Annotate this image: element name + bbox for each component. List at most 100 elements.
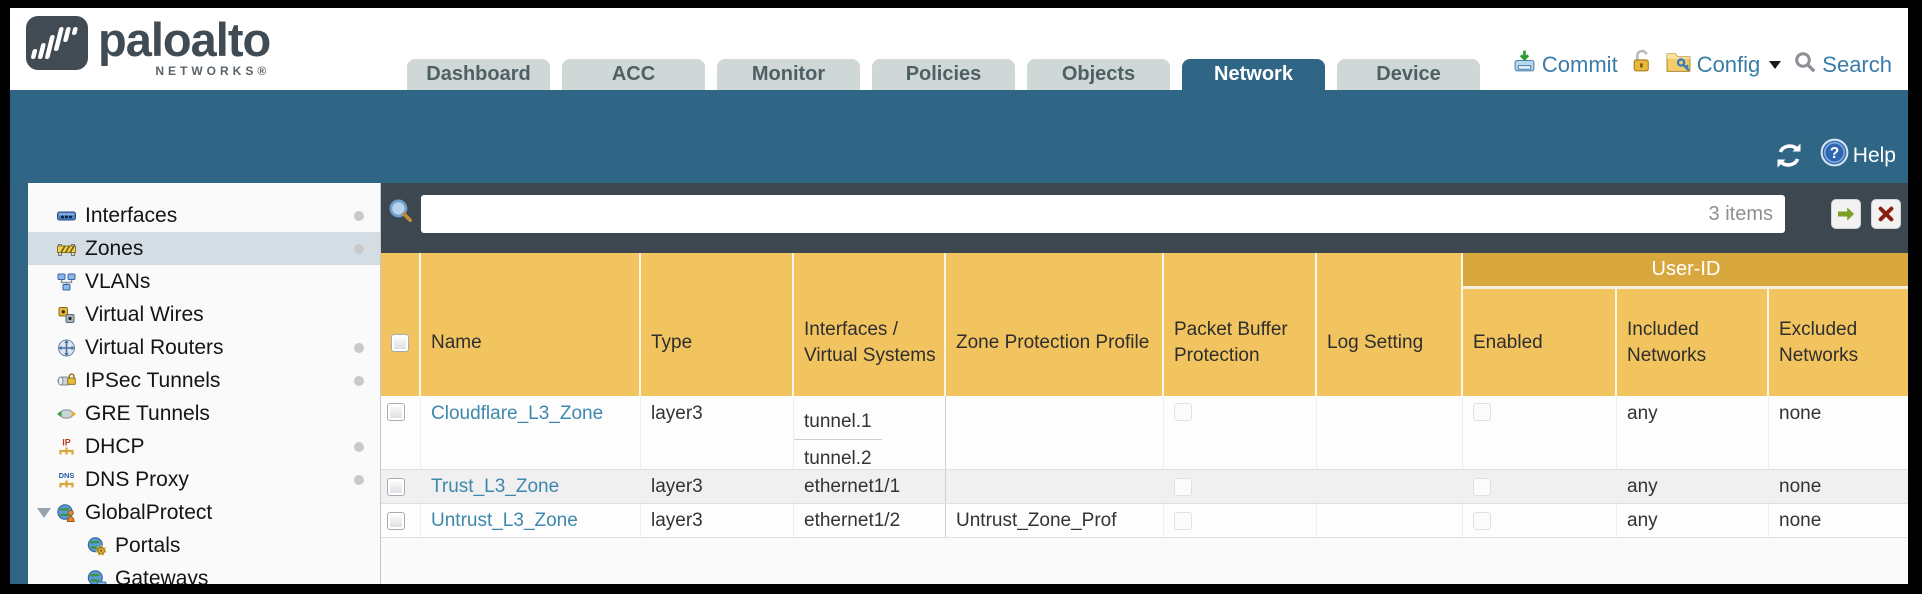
sidebar-item-label: Zones bbox=[85, 236, 144, 260]
sidebar-item-label: DNS Proxy bbox=[85, 467, 189, 491]
sidebar-item-zones[interactable]: Zones bbox=[28, 232, 380, 265]
dhcp-icon: IP bbox=[55, 437, 77, 457]
title-band: ? Help bbox=[10, 90, 1908, 183]
cell-type: layer3 bbox=[641, 504, 794, 537]
lock-button[interactable] bbox=[1630, 49, 1653, 80]
tab-acc[interactable]: ACC bbox=[562, 59, 705, 90]
dns-proxy-icon: DNS bbox=[55, 470, 77, 490]
cell-packet-buffer-protection bbox=[1164, 396, 1317, 469]
zones-icon bbox=[55, 239, 77, 259]
cell-zone-protection-profile bbox=[946, 396, 1164, 469]
tab-objects[interactable]: Objects bbox=[1027, 59, 1170, 90]
select-all-header bbox=[381, 253, 421, 396]
sidebar-item-gateways[interactable]: Gateways bbox=[28, 562, 380, 584]
tab-policies[interactable]: Policies bbox=[872, 59, 1015, 90]
packet-buffer-protection-checkbox[interactable] bbox=[1174, 403, 1192, 421]
refresh-button[interactable] bbox=[1774, 142, 1804, 169]
sidebar-item-label: Gateways bbox=[115, 566, 209, 585]
sidebar-item-portals[interactable]: Portals bbox=[28, 529, 380, 562]
cell-name: Trust_L3_Zone bbox=[421, 470, 641, 503]
cell-type: layer3 bbox=[641, 396, 794, 469]
sidebar-item-globalprotect[interactable]: GlobalProtect bbox=[28, 496, 380, 529]
clear-filter-button[interactable] bbox=[1871, 199, 1901, 229]
sidebar-item-interfaces[interactable]: Interfaces bbox=[28, 199, 380, 232]
cell-interfaces: ethernet1/1 bbox=[794, 470, 946, 503]
help-button[interactable]: ? Help bbox=[1820, 138, 1896, 173]
interface-entry: tunnel.2 bbox=[804, 448, 872, 469]
user-id-enabled-checkbox[interactable] bbox=[1473, 511, 1491, 530]
main-nav-tabs: Dashboard ACC Monitor Policies Objects Networ… bbox=[407, 59, 1480, 90]
virtual-routers-icon bbox=[55, 338, 77, 358]
sidebar-item-label: Interfaces bbox=[85, 203, 178, 227]
ipsec-tunnels-icon bbox=[55, 371, 77, 391]
cell-zone-protection-profile: Untrust_Zone_Prof bbox=[946, 504, 1164, 537]
cell-packet-buffer-protection bbox=[1164, 470, 1317, 503]
row-select-checkbox[interactable] bbox=[387, 403, 405, 421]
cell-included-networks: any bbox=[1617, 470, 1769, 503]
column-header-packet-buffer-protection[interactable]: Packet Buffer Protection bbox=[1164, 253, 1317, 396]
config-menu-button[interactable]: Config bbox=[1665, 49, 1782, 80]
apply-filter-button[interactable] bbox=[1831, 199, 1861, 229]
cell-excluded-networks: none bbox=[1769, 396, 1908, 469]
tab-device[interactable]: Device bbox=[1337, 59, 1480, 90]
column-header-zone-protection-profile[interactable]: Zone Protection Profile bbox=[946, 253, 1164, 396]
cell-select bbox=[381, 504, 421, 537]
column-header-interfaces-virtual-systems[interactable]: Interfaces / Virtual Systems bbox=[794, 253, 946, 396]
search-icon bbox=[1793, 50, 1817, 80]
svg-text:?: ? bbox=[1830, 145, 1839, 162]
column-header-log-setting[interactable]: Log Setting bbox=[1317, 253, 1463, 396]
clear-x-icon bbox=[1878, 206, 1894, 222]
user-id-enabled-checkbox[interactable] bbox=[1473, 403, 1491, 421]
sidebar-item-label: VLANs bbox=[85, 269, 151, 293]
user-id-enabled-checkbox[interactable] bbox=[1473, 477, 1491, 496]
gateways-icon bbox=[85, 569, 107, 584]
status-dot bbox=[354, 343, 364, 353]
zone-name-link[interactable]: Untrust_L3_Zone bbox=[431, 509, 578, 531]
sidebar-item-ipsec-tunnels[interactable]: IPSec Tunnels bbox=[28, 364, 380, 397]
portals-icon bbox=[85, 536, 107, 556]
top-bar: paloalto NETWORKS® Dashboard ACC Monitor Po… bbox=[10, 8, 1908, 90]
paloalto-logo: paloalto NETWORKS® bbox=[26, 16, 271, 78]
logo-subtext: NETWORKS® bbox=[155, 64, 271, 78]
refresh-icon bbox=[1777, 143, 1801, 168]
search-button[interactable]: Search bbox=[1793, 50, 1892, 80]
sidebar-item-virtual-routers[interactable]: Virtual Routers bbox=[28, 331, 380, 364]
cell-included-networks: any bbox=[1617, 396, 1769, 469]
column-header-type[interactable]: Type bbox=[641, 253, 794, 396]
tab-monitor[interactable]: Monitor bbox=[717, 59, 860, 90]
zone-name-link[interactable]: Cloudflare_L3_Zone bbox=[431, 403, 604, 424]
sidebar-item-label: Virtual Routers bbox=[85, 335, 224, 359]
virtual-wires-icon bbox=[55, 305, 77, 325]
commit-icon bbox=[1512, 49, 1537, 80]
row-select-checkbox[interactable] bbox=[387, 477, 405, 496]
left-gutter bbox=[10, 183, 28, 584]
column-header-name[interactable]: Name bbox=[421, 253, 641, 396]
sidebar-item-dns-proxy[interactable]: DNS DNS Proxy bbox=[28, 463, 380, 496]
expander-icon[interactable] bbox=[37, 507, 51, 518]
cell-log-setting bbox=[1317, 470, 1463, 503]
tab-dashboard[interactable]: Dashboard bbox=[407, 59, 550, 90]
commit-button[interactable]: Commit bbox=[1512, 49, 1618, 80]
sidebar-item-vlans[interactable]: VLANs bbox=[28, 265, 380, 298]
sidebar-item-virtual-wires[interactable]: Virtual Wires bbox=[28, 298, 380, 331]
sidebar-item-label: GRE Tunnels bbox=[85, 401, 210, 425]
cell-packet-buffer-protection bbox=[1164, 504, 1317, 537]
items-count: 3 items bbox=[1708, 203, 1773, 225]
sidebar-item-gre-tunnels[interactable]: GRE Tunnels bbox=[28, 397, 380, 430]
cell-name: Untrust_L3_Zone bbox=[421, 504, 641, 537]
vlans-icon bbox=[55, 272, 77, 292]
tab-network[interactable]: Network bbox=[1182, 59, 1325, 90]
packet-buffer-protection-checkbox[interactable] bbox=[1174, 477, 1192, 496]
row-select-checkbox[interactable] bbox=[387, 511, 405, 530]
select-all-checkbox[interactable] bbox=[391, 333, 409, 352]
filter-input[interactable] bbox=[421, 195, 1785, 233]
cell-select bbox=[381, 470, 421, 503]
packet-buffer-protection-checkbox[interactable] bbox=[1174, 511, 1192, 530]
sidebar-item-label: Virtual Wires bbox=[85, 302, 204, 326]
svg-text:IP: IP bbox=[62, 437, 71, 447]
zone-name-link[interactable]: Trust_L3_Zone bbox=[431, 475, 560, 497]
